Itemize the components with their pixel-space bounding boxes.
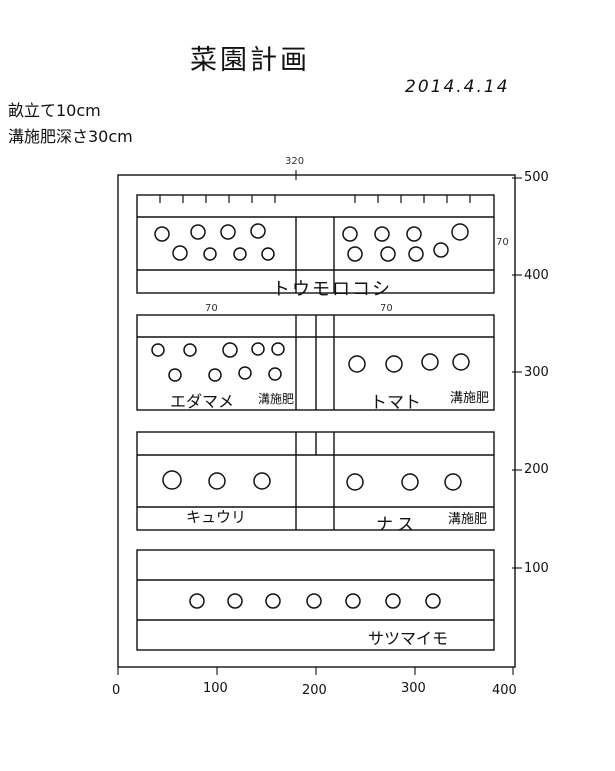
bed-fert-tomato: 溝施肥 <box>450 391 490 406</box>
bed-width-note: 70 <box>496 237 509 248</box>
ruler-ticks <box>117 170 522 675</box>
bed-label-cucumber: キュウリ <box>186 508 247 526</box>
bed-width-note: 70 <box>205 303 218 314</box>
bed-label-sweet-potato: サツマイモ <box>368 629 449 648</box>
x-tick-label: 100 <box>203 681 228 696</box>
bed-label-tomato: トマト <box>370 393 421 413</box>
bed-label-edamame: エダマメ <box>170 392 235 411</box>
x-tick-label: 200 <box>302 683 327 698</box>
plants-sweet-potato <box>189 593 441 609</box>
bed-corn <box>136 194 495 294</box>
bed-cucumber-eggplant <box>136 431 495 531</box>
x-tick-label: 300 <box>401 681 426 696</box>
plants-corn <box>154 223 469 262</box>
note-trench-fertilizer: 溝施肥深さ30cm <box>8 127 133 146</box>
bed-fert-eggplant: 溝施肥 <box>448 512 488 527</box>
plants-eggplant <box>346 473 462 491</box>
plot-outline <box>117 174 516 668</box>
x-tick-label: 0 <box>112 683 121 698</box>
y-tick-label: 400 <box>524 268 549 283</box>
bed-sweet-potato <box>136 549 495 651</box>
y-tick-label: 100 <box>524 561 549 576</box>
bed-label-corn: トウモロコシ <box>272 279 392 300</box>
x-tick-label: 400 <box>492 683 517 698</box>
bed-corn-ticks <box>159 195 471 203</box>
bed-fert-edamame: 溝施肥 <box>258 392 295 406</box>
bed-edamame-tomato <box>136 314 495 411</box>
bed-label-eggplant: ナス <box>376 515 418 535</box>
ruler-top-label: 320 <box>285 156 305 167</box>
plants-edamame <box>151 342 285 382</box>
plan-title: 菜園計画 <box>190 45 310 76</box>
y-tick-label: 500 <box>524 170 549 185</box>
plan-date: 2014.4.14 <box>405 77 510 97</box>
plants-cucumber <box>162 470 271 490</box>
bed-width-note: 70 <box>380 303 393 314</box>
y-tick-label: 200 <box>524 462 549 477</box>
note-ridge-height: 畝立て10cm <box>8 101 101 120</box>
plants-tomato <box>348 353 470 373</box>
y-tick-label: 300 <box>524 365 549 380</box>
